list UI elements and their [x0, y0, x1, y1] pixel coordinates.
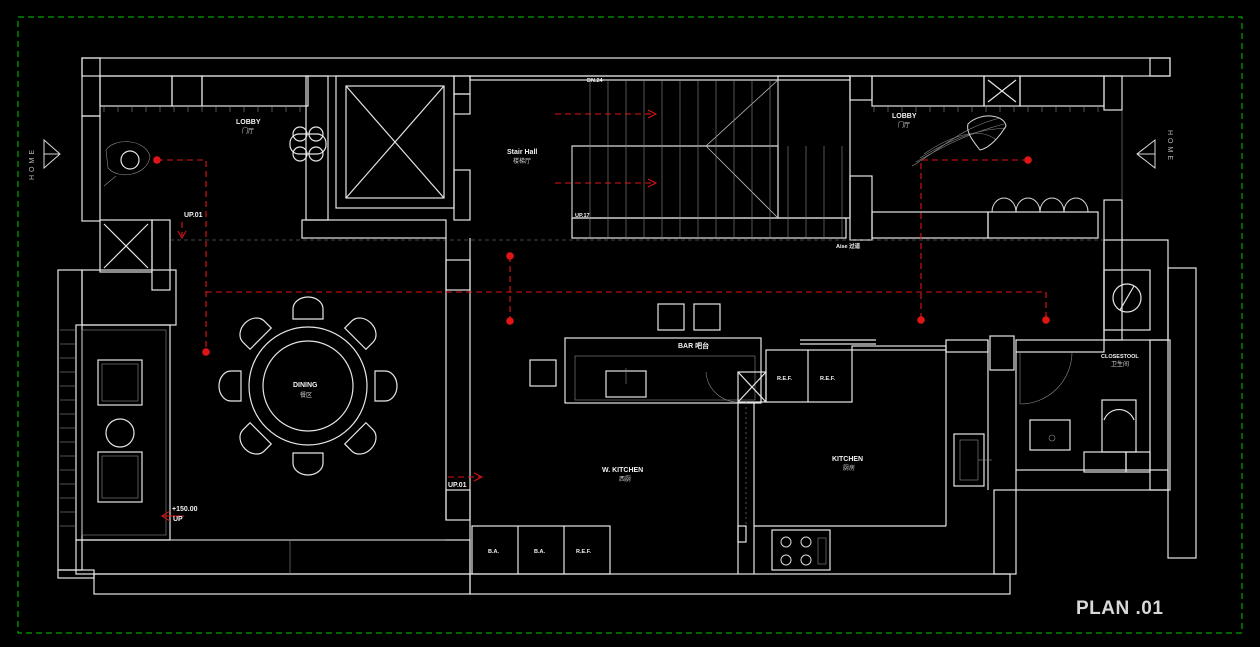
dining-chair [239, 421, 273, 455]
stair-hall-label: Stair Hall [507, 149, 537, 156]
stair-hall [469, 75, 873, 241]
dining-chair [374, 370, 398, 402]
dining-chair [218, 370, 242, 402]
up-left-label: UP.01 [184, 212, 203, 219]
dining-area [75, 238, 471, 574]
lobby-left-furniture [103, 126, 327, 187]
shaft [335, 75, 471, 221]
level-label: +150.00 [172, 506, 198, 513]
dining-table [248, 326, 368, 446]
sheet-border [17, 16, 1243, 634]
up-level-label: UP [173, 516, 183, 523]
kitchen-label: KITCHEN [832, 456, 863, 463]
lobby-left-label: LOBBY [236, 119, 261, 126]
ref-label-1: R.E.F. [777, 376, 792, 382]
ba-label-1: B.A. [488, 549, 499, 555]
outer-walls [57, 57, 1197, 595]
home-marker-left: HOME [29, 138, 61, 180]
kitchen-label-cn: 厨房 [843, 464, 855, 472]
right-wall-hatch [60, 106, 1099, 527]
stair-hall-label-cn: 楼梯厅 [513, 157, 531, 165]
bar-counter [529, 303, 947, 404]
dining-chair [292, 296, 324, 320]
dining-label: DINING [293, 382, 318, 389]
dn-label: DN.24 [587, 78, 604, 84]
dining-chair [343, 421, 377, 455]
lobby-left-walls [81, 75, 447, 326]
ba-label-2: B.A. [534, 549, 545, 555]
stair-treads-upper [589, 80, 771, 146]
home-label-left: HOME [29, 147, 36, 180]
dining-chair [343, 317, 377, 351]
aisle-label: Aise 过道 [836, 242, 861, 250]
closestool-label: CLOSESTOOL [1101, 354, 1139, 360]
circulation-routes [157, 109, 1047, 522]
stair-treads-lower [589, 146, 843, 238]
bar-label: BAR 吧台 [678, 341, 709, 350]
plant-sketch [911, 115, 1007, 167]
closestool-label-cn: 卫生间 [1111, 360, 1129, 368]
dining-chair [292, 452, 324, 476]
lobby-left-label-cn: 门厅 [242, 127, 254, 135]
ref-label-2: R.E.F. [820, 376, 835, 382]
dining-chairs [218, 296, 398, 476]
lobby-right-walls [871, 75, 1123, 239]
home-label-right: HOME [1166, 130, 1173, 163]
dining-chair [239, 317, 273, 351]
up-center-label: UP.01 [448, 482, 467, 489]
lobby-right-label: LOBBY [892, 113, 917, 120]
ref-label-3: R.E.F. [576, 549, 591, 555]
up-stair-label: UP.17 [575, 213, 590, 219]
kitchen [469, 238, 992, 575]
lobby-right-label-cn: 门厅 [898, 121, 910, 129]
w-kitchen-label: W. KITCHEN [602, 467, 643, 474]
route-nodes [153, 156, 1050, 356]
home-marker-right: HOME [1136, 130, 1173, 170]
closestool-room [989, 269, 1151, 473]
w-kitchen-label-cn: 西厨 [619, 476, 631, 483]
plan-title: PLAN .01 [1076, 598, 1163, 619]
dining-label-cn: 餐区 [300, 391, 312, 399]
